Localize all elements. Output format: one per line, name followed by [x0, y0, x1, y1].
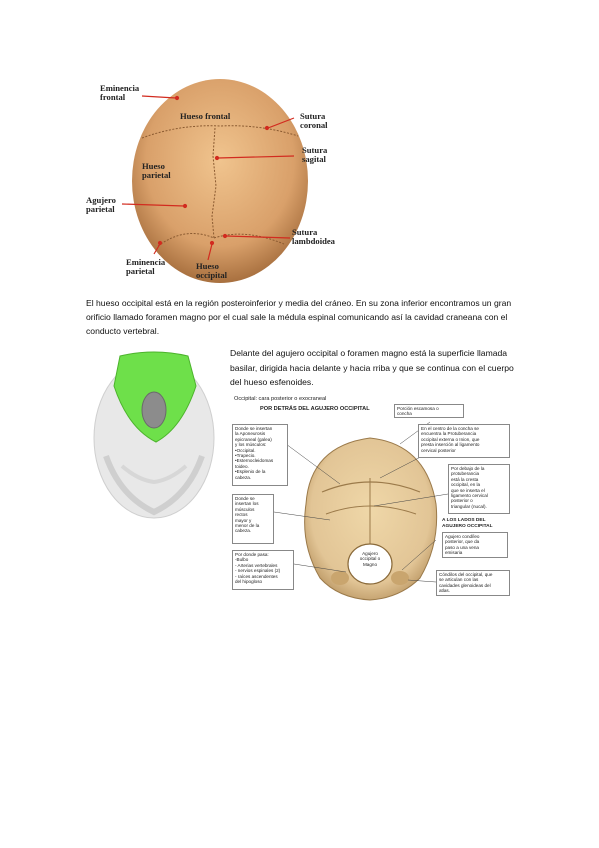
box-condilos-occipital: Cóndilos del occipital, que se articulan…: [436, 570, 510, 596]
leader-lines: [273, 421, 449, 583]
skull-top-view-figure: Eminencia frontal Hueso frontal Sutura c…: [80, 76, 360, 288]
occipital-bone-shape: [304, 437, 438, 601]
side-header: A LOS LADOS DEL AGUJERO OCCIPITAL: [442, 518, 493, 529]
label-hueso-occipital: Hueso occipital: [196, 261, 228, 280]
label-sutura-coronal: Sutura coronal: [300, 111, 328, 130]
label-hueso-parietal: Hueso parietal: [142, 161, 171, 180]
box-aponeurosis: Donde se insertan la Aponeurosis epicran…: [232, 424, 288, 486]
label-hueso-frontal: Hueso frontal: [180, 111, 231, 121]
nuchal-line-superior: [321, 481, 421, 493]
skull-shape: [132, 79, 308, 283]
label-sutura-lambdoidea: Sutura lambdoidea: [292, 227, 335, 246]
left-condyle: [331, 571, 349, 585]
skull-inferior-3d-figure: [86, 346, 222, 522]
box-rectos: Donde se insertan los músculos rectos ma…: [232, 494, 274, 544]
label-sutura-sagital: Sutura sagital: [302, 145, 328, 164]
occipital-posterior-figure: Occipital: cara posterior o exocraneal P…: [230, 394, 514, 606]
occipital-bone-illustration: [273, 421, 449, 601]
label-agujero-parietal: Agujero parietal: [86, 195, 116, 214]
paragraph-basilar: Delante del agujero occipital o foramen …: [230, 348, 514, 387]
label-arrows: [121, 95, 295, 261]
label-agujero-magno: Agujero occipital o Magno: [359, 551, 381, 567]
figure3-title: Occipital: cara posterior o exocraneal: [234, 396, 327, 402]
skull-inferior-illustration: [93, 351, 215, 519]
foramen-magnum-shape: [141, 391, 167, 429]
box-porcion-escamosa: Porción escamosa o concha: [394, 404, 464, 418]
box-protuberancia: En el centro de la concha se encuentra l…: [418, 424, 510, 458]
jaw-shape: [103, 454, 205, 516]
label-eminencia-parietal: Eminencia parietal: [126, 257, 166, 276]
right-condyle: [391, 571, 409, 585]
figure3-subtitle: POR DETRÁS DEL AGUJERO OCCIPITAL: [260, 406, 370, 412]
foramen-magnum: [347, 543, 393, 585]
box-agujero-condileo: Agujero condíleo posterior, que da paso …: [442, 532, 508, 558]
sagittal-suture: [211, 127, 217, 239]
palate-shape: [120, 464, 188, 485]
label-eminencia-frontal: Eminencia frontal: [100, 83, 140, 102]
box-por-donde-pasa: Por donde pasa: -Bulbo - Arterias verteb…: [232, 550, 294, 590]
paragraph-occipital-intro: El hueso occipital está en la región pos…: [86, 298, 512, 336]
box-cresta: Por debajo de la protuberancia está la c…: [448, 464, 510, 514]
skull-top-illustration: [121, 79, 308, 283]
